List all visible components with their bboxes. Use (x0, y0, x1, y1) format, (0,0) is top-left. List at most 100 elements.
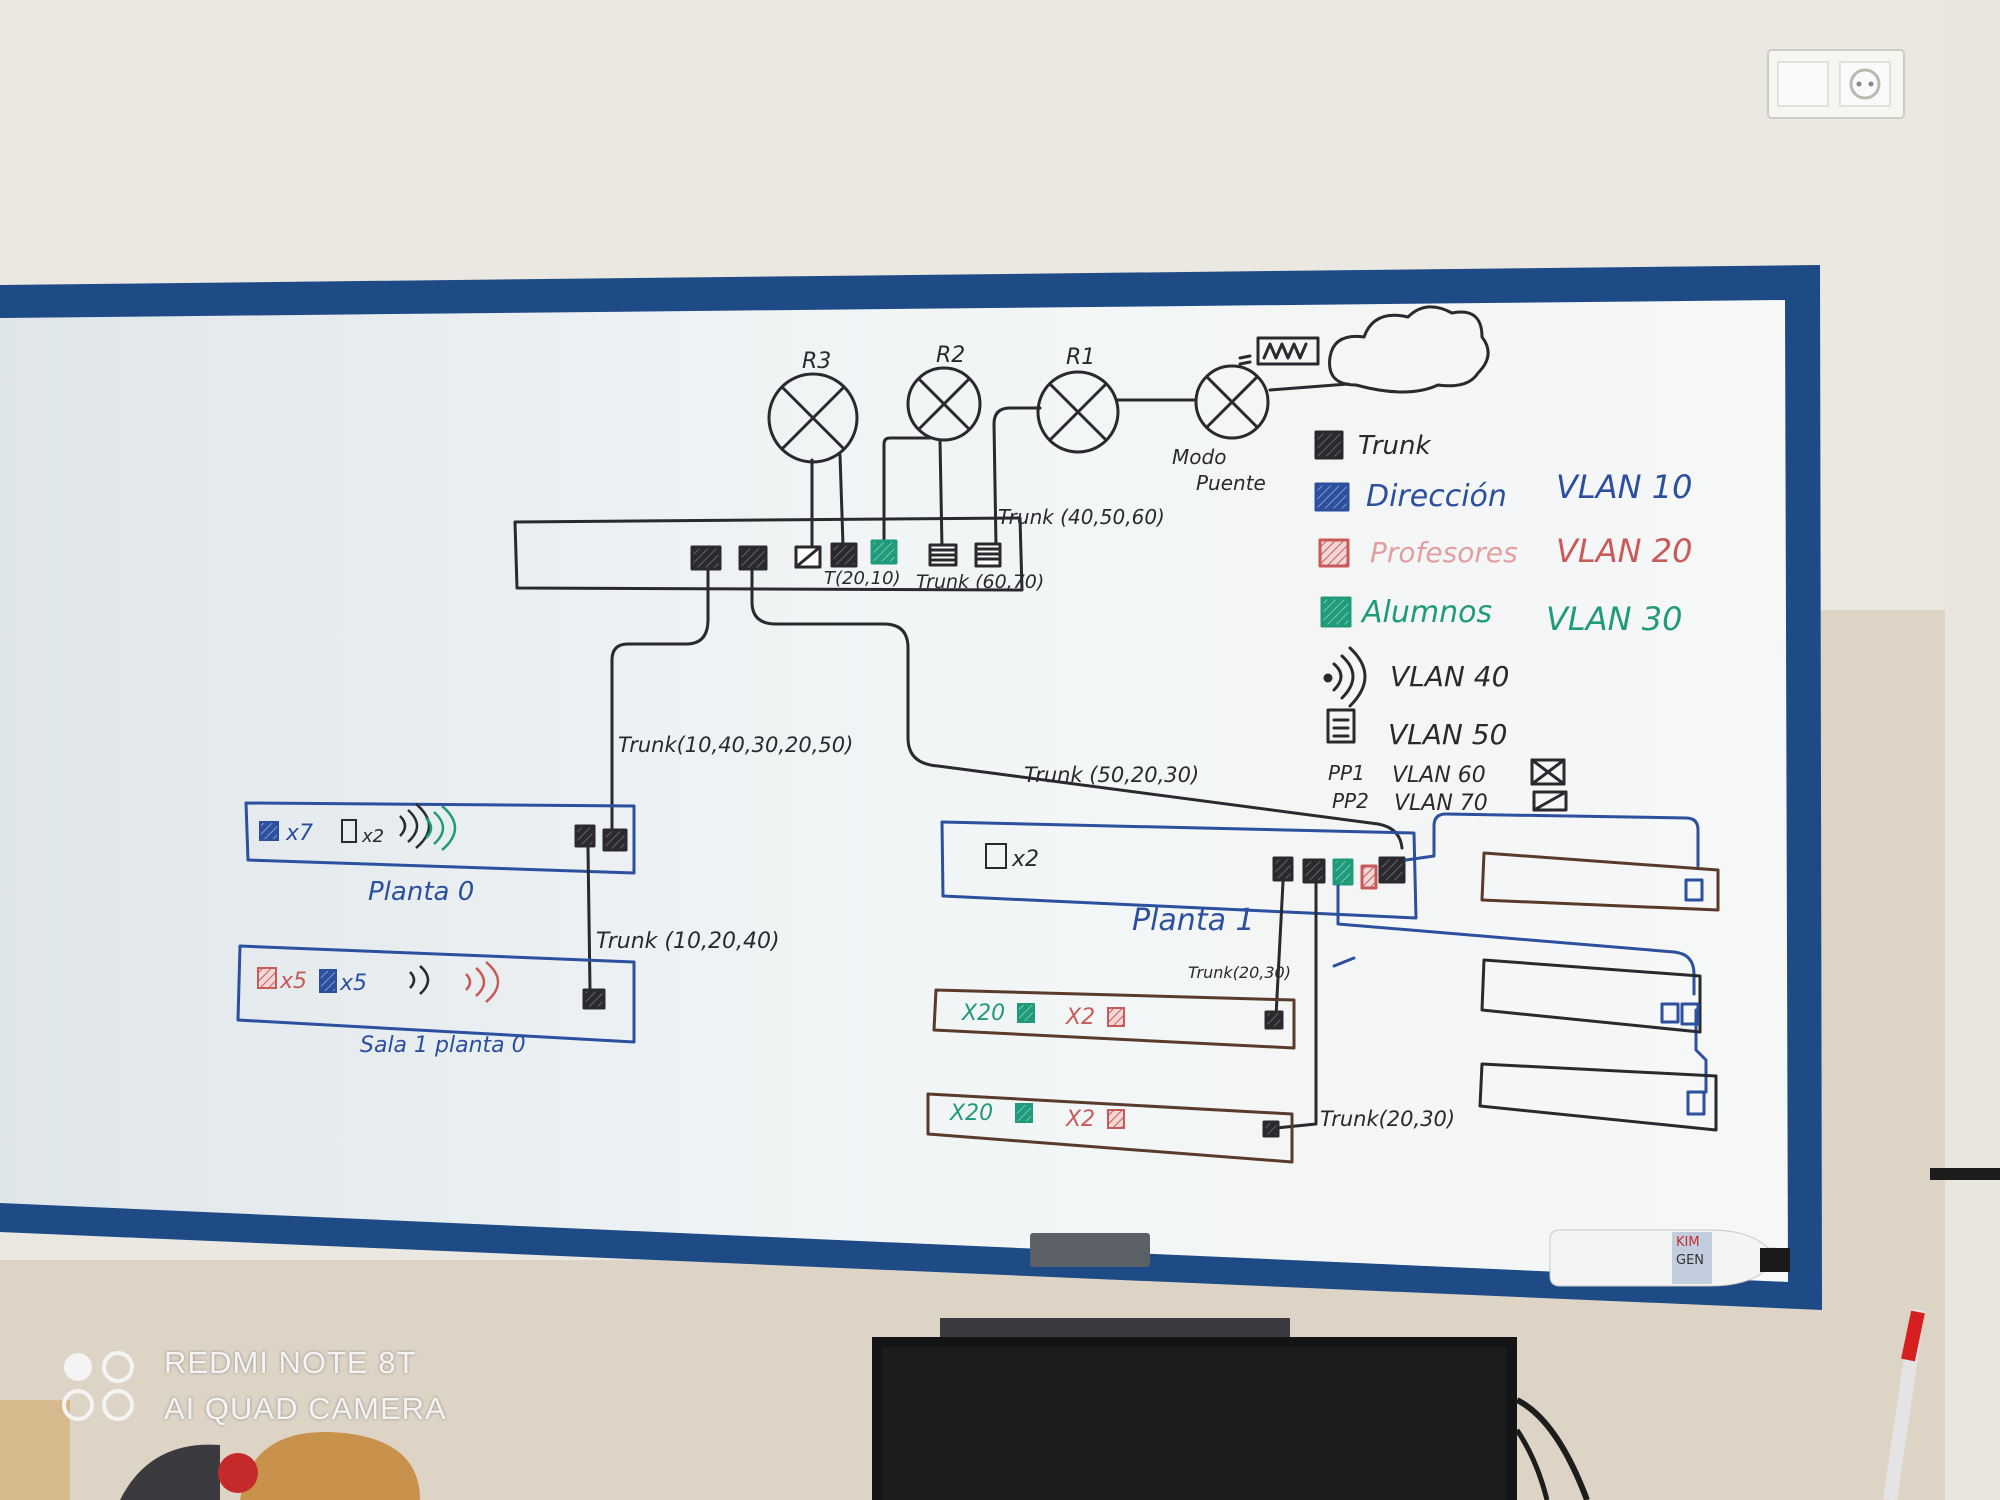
legend-swatch-direccion (1314, 482, 1350, 512)
legend-pp2-vlan: VLAN 70 (1394, 791, 1488, 816)
link-r2-b (938, 438, 944, 550)
planta0-name: Planta 0 (368, 877, 474, 907)
link-core-planta0 (610, 568, 710, 832)
vlan30-port-icon (1332, 858, 1354, 886)
core-trunk-top-label: Trunk (40,50,60) (998, 505, 1165, 529)
port-icon (1686, 1090, 1706, 1116)
legend-pp1-name: PP1 (1328, 761, 1365, 785)
legend-vlan50: VLAN 50 (1388, 718, 1507, 751)
planta0-switch (244, 801, 636, 875)
link-r3-b (838, 453, 845, 547)
link-label-planta0: Trunk(10,40,30,20,50) (618, 733, 853, 757)
trunk-port-icon (582, 988, 606, 1010)
trunk-port-icon (1264, 1010, 1284, 1030)
vlan30-port-icon (870, 539, 898, 565)
legend-swatch-trunk (1314, 430, 1344, 460)
access-switch-1 (1480, 851, 1720, 912)
legend-swatch-alumnos (1320, 596, 1352, 628)
link-label-planta1-down2: Trunk(20,30) (1320, 1107, 1455, 1131)
wifi-icon (425, 805, 457, 851)
core-switch (513, 516, 1024, 592)
sala1-switch (236, 944, 636, 1044)
link-r1 (992, 406, 1042, 548)
trunk-port-icon (830, 542, 858, 568)
planta0-devices (259, 803, 457, 851)
link-planta1-lab1 (1274, 880, 1285, 1018)
modem-label-2: Puente (1196, 471, 1266, 495)
watermark-line2: AI QUAD CAMERA (164, 1391, 447, 1426)
eraser (1030, 1233, 1150, 1267)
router-label-r1: R1 (1066, 345, 1095, 370)
port-icon (1684, 878, 1704, 902)
lab2-devices (1015, 1103, 1125, 1129)
watermark-line1: REDMI NOTE 8T (164, 1345, 417, 1380)
pp1-legend-icon (1530, 758, 1566, 786)
access-switch-3 (1478, 1062, 1718, 1132)
link-label-planta1-down: Trunk(20,30) (1188, 963, 1291, 982)
sala1-blue-count: x5 (339, 971, 367, 996)
lab1-devices (1017, 1003, 1125, 1027)
legend-profesores-vlan: VLAN 20 (1556, 532, 1692, 570)
lab-switch-2 (926, 1092, 1294, 1164)
trunk-port-icon (738, 545, 768, 571)
core-trunk-bottom-label: Trunk (60,70) (916, 571, 1044, 593)
link-dash (1332, 956, 1356, 968)
pp2-legend-icon (1532, 790, 1568, 812)
cable (1515, 1397, 1590, 1500)
camera-logo-icon (62, 1351, 134, 1421)
legend-pp1-vlan: VLAN 60 (1392, 763, 1486, 788)
port-icon (1660, 1002, 1680, 1024)
legend-direccion-name: Dirección (1366, 479, 1507, 514)
planta1-printer-count: x2 (1011, 847, 1039, 872)
trunk-port-icon (690, 545, 722, 571)
lab1-red-count: X2 (1065, 1005, 1095, 1030)
router-r2 (906, 366, 982, 442)
access-switch-2 (1480, 958, 1702, 1034)
trunk-port-icon (1262, 1120, 1280, 1138)
link-label-sala1: Trunk (10,20,40) (596, 929, 780, 954)
document-icon (1326, 708, 1356, 744)
link-planta1-ap2 (1336, 884, 1696, 996)
sanitizer-bottle: KIM GEN (1549, 1229, 1790, 1287)
sala1-name: Sala 1 planta 0 (360, 1033, 526, 1058)
trunk-port-icon (1272, 856, 1294, 882)
wifi-icon (465, 961, 500, 1003)
link-planta1-lab2 (1274, 882, 1318, 1130)
bottle-brand-2: GEN (1676, 1253, 1704, 1268)
link-r2-a (882, 436, 932, 546)
planta1-name: Planta 1 (1132, 903, 1255, 938)
modem-label-1: Modo (1172, 445, 1226, 469)
legend-vlan40: VLAN 40 (1390, 660, 1509, 693)
planta0-printer-count: x2 (361, 826, 384, 847)
link-core-planta1 (750, 568, 1404, 850)
document-icon (341, 819, 357, 843)
chair (120, 1431, 420, 1500)
wall-rail (1930, 1168, 2000, 1180)
sala1-red-count: x5 (279, 969, 307, 994)
cloud-icon (1328, 305, 1490, 394)
desk-edge (0, 1400, 70, 1500)
router-r1 (1036, 370, 1120, 454)
trunk-port-icon (1378, 856, 1406, 884)
planta1-switch (940, 820, 1418, 920)
bottle-brand: KIM (1676, 1235, 1700, 1250)
lab1-green-count: X20 (961, 1001, 1005, 1026)
legend-pp2-name: PP2 (1332, 789, 1369, 813)
modem-icon (1238, 336, 1320, 366)
whiteboard-surface (0, 300, 1788, 1282)
link-label-planta1: Trunk (50,20,30) (1024, 763, 1199, 787)
trunk-port-icon (1302, 858, 1326, 884)
cable-2 (1514, 1428, 1550, 1500)
wifi-icon (1323, 646, 1367, 708)
trunk-port-icon (602, 828, 628, 852)
legend-direccion-vlan: VLAN 10 (1556, 468, 1692, 506)
legend-profesores-name: Profesores (1370, 536, 1518, 569)
router-label-r2: R2 (936, 343, 965, 368)
router-label-r3: R3 (802, 349, 831, 374)
trunk-port-icon (574, 824, 596, 848)
router-modem-bridge (1194, 364, 1270, 440)
wall-corner (1945, 0, 2000, 1500)
wifi-icon (409, 965, 430, 995)
core-t-label: T(20,10) (824, 568, 901, 589)
